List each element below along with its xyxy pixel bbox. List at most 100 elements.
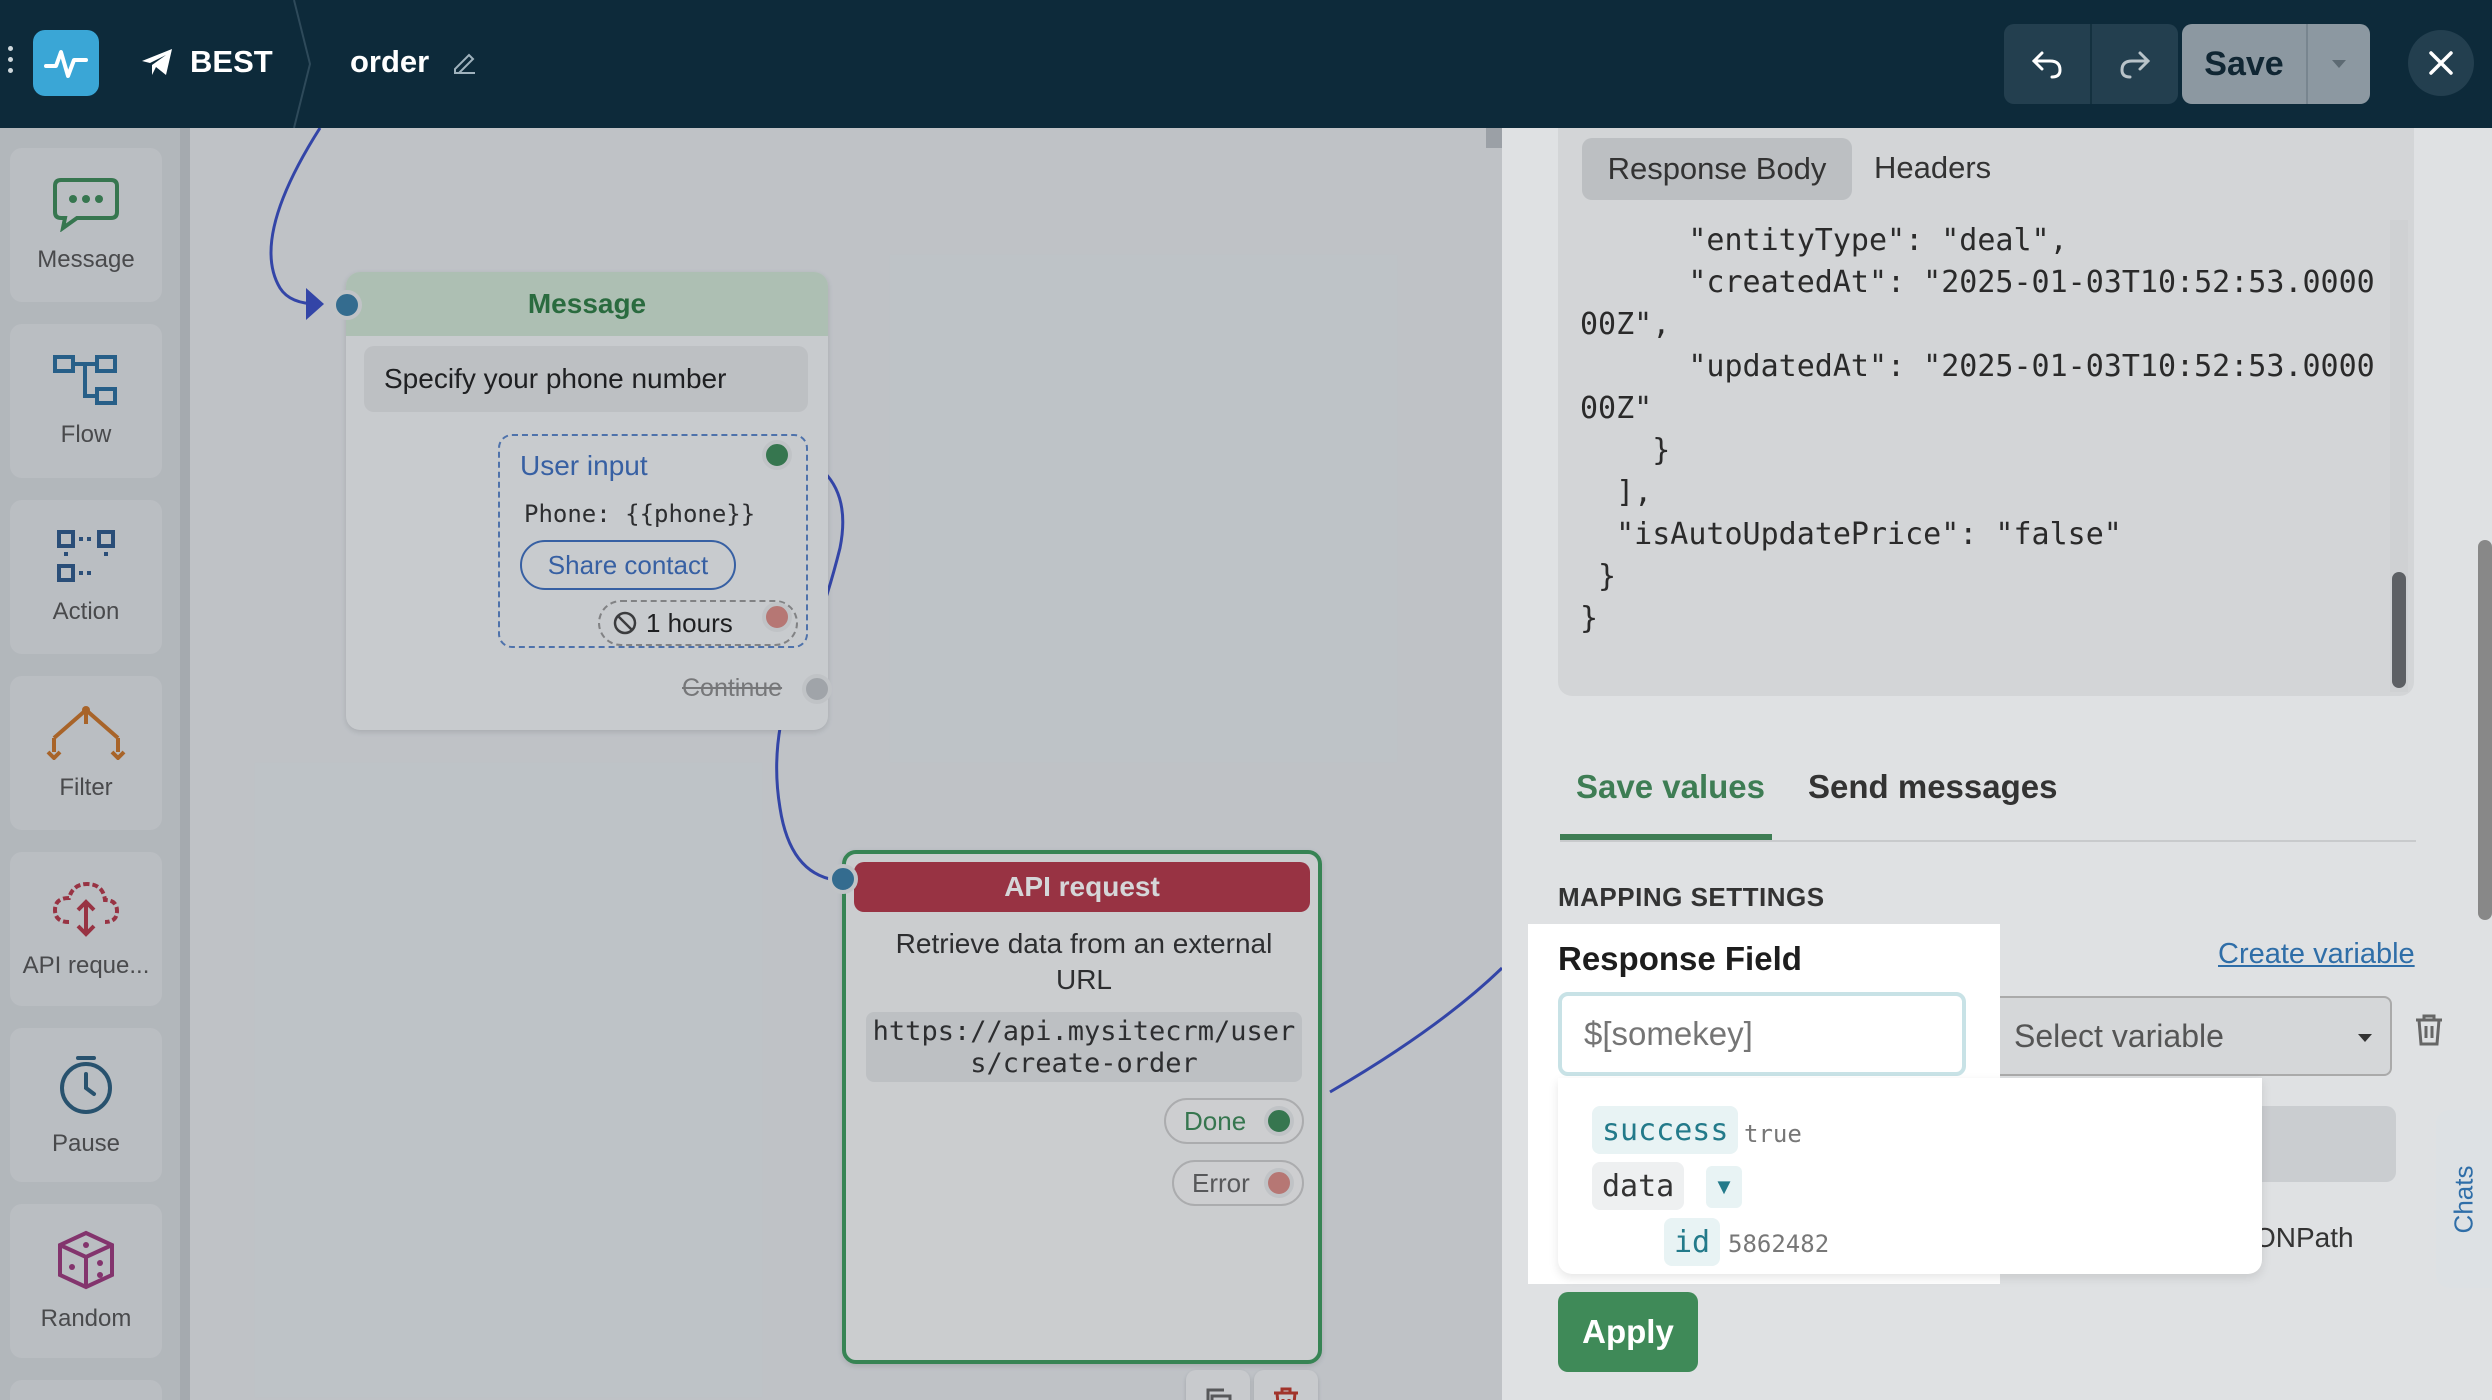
chats-tab[interactable]: Chats (2436, 1110, 2492, 1288)
kebab-menu-icon[interactable] (8, 46, 16, 82)
json-line: "createdAt": "2025-01-03T10:52:53.0000 (1580, 265, 2375, 300)
tab-save-values[interactable]: Save values (1576, 768, 1765, 805)
expand-data-button[interactable]: ▼ (1706, 1166, 1742, 1208)
user-input-block[interactable]: User input Phone: {{phone}} Share contac… (498, 434, 808, 648)
app-logo-icon[interactable] (33, 30, 99, 96)
error-output-port[interactable] (1264, 1168, 1294, 1198)
edit-pencil-icon[interactable] (451, 49, 477, 75)
json-line: } (1580, 601, 1599, 636)
undo-icon (2031, 51, 2062, 79)
done-output[interactable]: Done (1164, 1098, 1304, 1144)
jsonpath-link[interactable]: ONPath (2254, 1222, 2354, 1253)
tool-filter[interactable]: Filter (10, 676, 162, 830)
user-input-output-port[interactable] (762, 440, 792, 470)
response-scrollbar[interactable] (2392, 572, 2406, 688)
delete-node-button[interactable] (1254, 1370, 1318, 1400)
tool-api-request[interactable]: API reque... (10, 852, 162, 1006)
no-entry-icon (613, 611, 637, 635)
undo-redo-group (2004, 24, 2178, 104)
api-node-description: Retrieve data from an external URL (895, 928, 1273, 995)
message-node-text: Specify your phone number (364, 346, 808, 412)
chat-bubble-icon (53, 178, 119, 232)
create-variable-link[interactable]: Create variable (2218, 938, 2415, 970)
json-line: ], (1580, 475, 1653, 510)
response-preview (1558, 128, 2414, 696)
json-line: } (1580, 433, 1671, 468)
flow-canvas[interactable]: Message Specify your phone number User i… (190, 128, 1502, 1400)
mapping-settings-title: MAPPING SETTINGS (1558, 882, 1825, 912)
timeout-label: 1 hours (646, 607, 733, 638)
tool-pause[interactable]: Pause (10, 1028, 162, 1182)
done-output-port[interactable] (1264, 1106, 1294, 1136)
project-name: BEST (190, 44, 273, 79)
save-button[interactable]: Save (2204, 44, 2284, 83)
apply-button[interactable]: Apply (1558, 1292, 1698, 1372)
panel-scrollbar[interactable] (2478, 540, 2492, 920)
active-tab-indicator (1560, 834, 1772, 840)
breadcrumb-separator (293, 0, 312, 128)
response-field-input[interactable] (1558, 992, 1966, 1076)
timeout-badge[interactable]: 1 hours (598, 600, 798, 646)
dice-icon (58, 1230, 114, 1290)
tab-send-messages[interactable]: Send messages (1808, 768, 2058, 805)
filter-icon (46, 706, 126, 760)
json-line: } (1580, 559, 1617, 594)
continue-output-port[interactable] (802, 674, 832, 704)
tool-more[interactable] (10, 1380, 162, 1400)
user-input-variable: Phone: {{phone}} (524, 500, 756, 528)
mapping-extra-field[interactable] (2260, 1106, 2396, 1182)
redo-button[interactable] (2092, 24, 2178, 104)
timeout-output-port[interactable] (762, 602, 792, 632)
project-selector[interactable]: BEST (140, 44, 273, 80)
suggestion-key-id[interactable]: id (1664, 1218, 1721, 1266)
api-input-port[interactable] (828, 864, 858, 894)
done-label: Done (1184, 1105, 1247, 1136)
suggestion-key-data[interactable]: data (1592, 1162, 1685, 1210)
api-request-node[interactable]: API request Retrieve data from an extern… (828, 850, 1322, 1364)
select-variable-placeholder: Select variable (2014, 1017, 2224, 1054)
clock-icon (60, 1056, 112, 1114)
tool-label: API reque... (22, 952, 150, 979)
toolbox-scrollbar[interactable] (180, 128, 190, 1400)
tab-headers[interactable]: Headers (1874, 150, 1992, 185)
tool-label: Message (37, 246, 135, 273)
chevron-down-icon (2332, 60, 2346, 68)
message-node[interactable]: Message Specify your phone number User i… (332, 272, 832, 730)
tool-action[interactable]: Action (10, 500, 162, 654)
share-contact-button[interactable]: Share contact (520, 540, 736, 590)
trash-icon (2416, 1014, 2442, 1046)
close-button[interactable] (2408, 30, 2474, 96)
chevron-down-icon (2358, 1034, 2372, 1042)
tool-label: Flow (60, 421, 112, 448)
tab-response-body[interactable]: Response Body (1582, 138, 1852, 200)
trash-icon (1274, 1387, 1298, 1400)
api-node-url: https://api.mysitecrm/users/create-order (866, 1012, 1302, 1082)
tool-label: Pause (51, 1130, 121, 1157)
json-line: "entityType": "deal", (1580, 223, 2068, 258)
suggestion-value-id: 5862482 (1728, 1230, 1830, 1258)
tool-message[interactable]: Message (10, 148, 162, 302)
message-node-title: Message (346, 272, 828, 336)
action-icon (57, 530, 115, 582)
tool-flow[interactable]: Flow (10, 324, 162, 478)
api-node-title: API request (854, 862, 1310, 912)
save-options-button[interactable] (2306, 24, 2370, 104)
suggestion-value-success: true (1744, 1120, 1802, 1148)
tool-random[interactable]: Random (10, 1204, 162, 1358)
save-group: Save (2182, 24, 2370, 104)
copy-node-button[interactable] (1186, 1370, 1250, 1400)
response-json: "entityType": "deal", "createdAt": "2025… (1580, 220, 2380, 640)
json-line: "isAutoUpdatePrice": "false" (1580, 517, 2122, 552)
response-field-suggestions: success true data ▼ id 5862482 (1558, 1078, 2262, 1274)
copy-icon (1206, 1388, 1232, 1400)
tool-label: Filter (59, 774, 113, 801)
select-variable-dropdown[interactable]: Select variable (1988, 996, 2392, 1076)
message-input-port[interactable] (332, 290, 362, 320)
delete-mapping-button[interactable] (2412, 1012, 2446, 1053)
user-input-title: User input (520, 450, 648, 481)
canvas-scrollbar[interactable] (1486, 128, 1502, 148)
undo-button[interactable] (2004, 24, 2090, 104)
flow-title[interactable]: order (350, 44, 477, 80)
flow-icon (53, 355, 117, 405)
suggestion-key-success[interactable]: success (1592, 1106, 1739, 1154)
